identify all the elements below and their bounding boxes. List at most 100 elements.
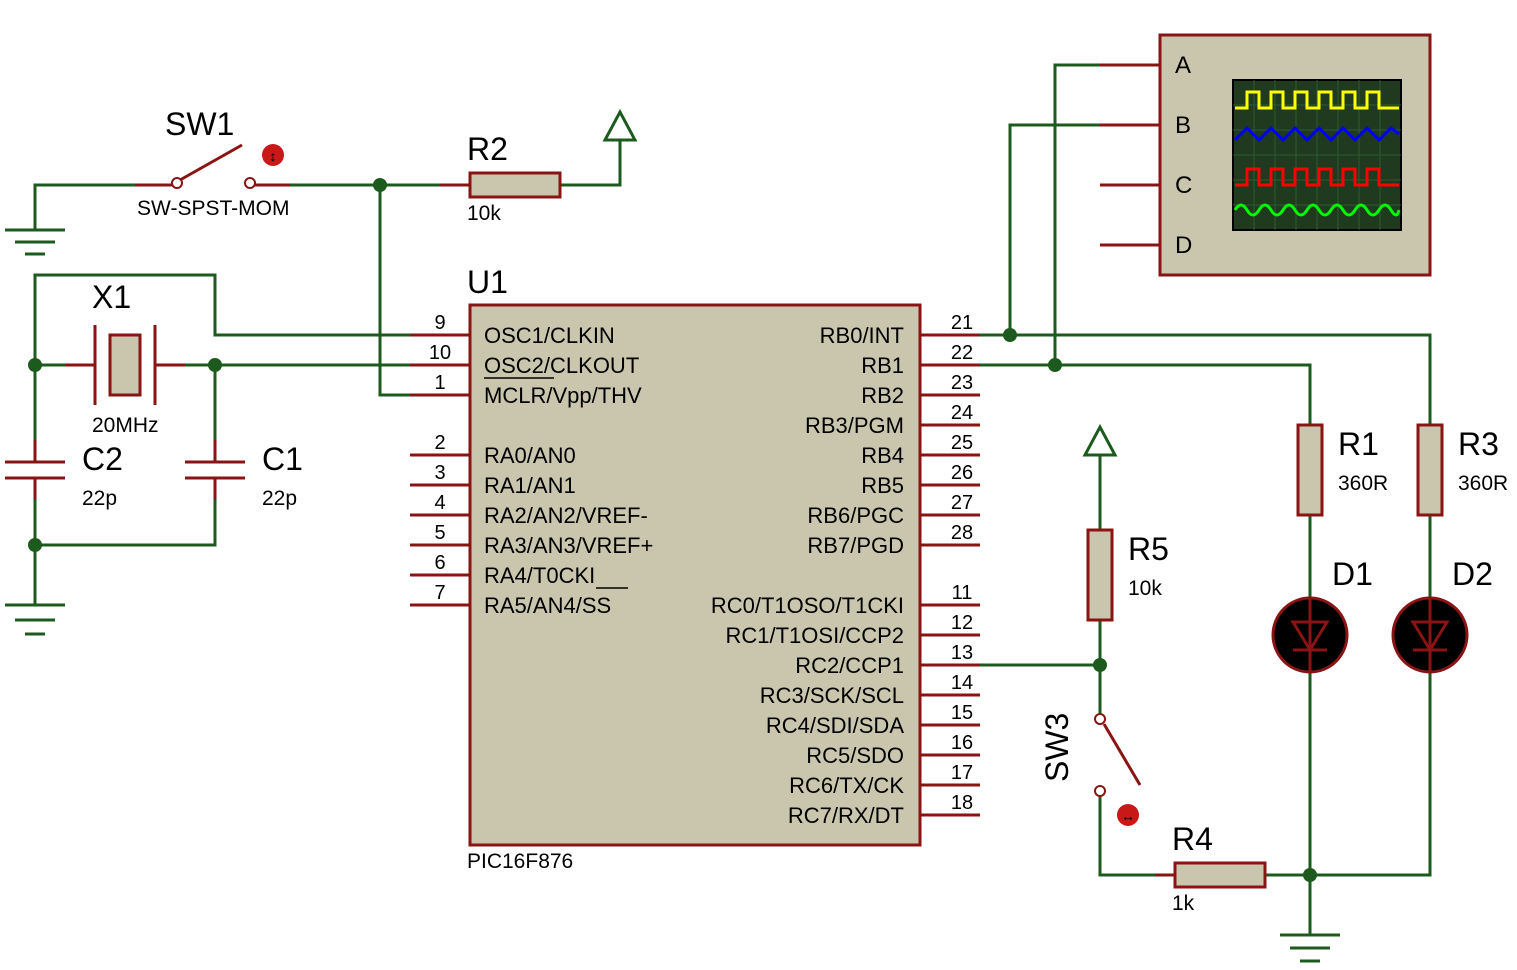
led-d2[interactable] <box>1391 596 1469 674</box>
junction-dot <box>373 178 387 192</box>
u1-pin-number: 28 <box>951 522 973 544</box>
switch-actuator-icon[interactable] <box>1117 804 1139 826</box>
r2-ref: R2 <box>467 131 508 167</box>
r4-ref: R4 <box>1172 821 1213 857</box>
u1-pin-number: 6 <box>434 552 445 574</box>
svg-text:↔: ↔ <box>1121 808 1135 824</box>
u1-pin-name: RA2/AN2/VREF- <box>484 503 648 528</box>
junction-dot <box>1048 358 1062 372</box>
u1-pin-name: RC4/SDI/SDA <box>766 713 904 738</box>
scope-trace-c <box>1235 167 1399 187</box>
u1-pin-name: RC5/SDO <box>806 743 904 768</box>
c2-value: 22p <box>82 487 117 510</box>
u1-pin-number: 3 <box>434 462 445 484</box>
scope-channel-a: A <box>1175 52 1191 79</box>
u1-pin-name: RC3/SCK/SCL <box>760 683 904 708</box>
u1-pin-number: 1 <box>434 372 445 394</box>
junction-dot <box>1003 328 1017 342</box>
r2-value: 10k <box>467 202 501 225</box>
u1-pin-number: 5 <box>434 522 445 544</box>
power-terminal-r5 <box>1082 423 1118 457</box>
r5-value: 10k <box>1128 577 1162 600</box>
r3-ref: R3 <box>1458 426 1499 462</box>
u1-pin-number: 4 <box>434 492 445 514</box>
scope-channel-d: D <box>1175 232 1192 259</box>
r1-ref: R1 <box>1338 426 1379 462</box>
u1-pin-name: RA5/AN4/SS <box>484 593 611 618</box>
x1-ref: X1 <box>92 279 131 315</box>
junction-dot <box>28 358 42 372</box>
u1-pin-number: 10 <box>429 342 451 364</box>
scope-channel-c: C <box>1175 172 1192 199</box>
scope-trace-d <box>1233 203 1401 217</box>
u1-pin-number: 17 <box>951 762 973 784</box>
scope-trace-a <box>1235 90 1399 110</box>
ground-symbol-top-left <box>5 228 65 256</box>
u1-pin-name: RC1/T1OSI/CCP2 <box>726 623 905 648</box>
x1-value: 20MHz <box>92 414 159 437</box>
r1-value: 360R <box>1338 472 1388 495</box>
u1-pin-name: RC7/RX/DT <box>788 803 904 828</box>
capacitor-c2[interactable] <box>5 440 65 500</box>
u1-pin-number: 9 <box>434 312 445 334</box>
u1-pin-number: 11 <box>952 582 973 604</box>
oscilloscope[interactable] <box>1100 33 1432 277</box>
switch-actuator-icon[interactable] <box>262 144 284 166</box>
switch-sw1[interactable]: ↕ <box>135 143 290 189</box>
u1-pin-number: 7 <box>434 582 445 604</box>
u1-pin-name: RB6/PGC <box>807 503 904 528</box>
u1-pin-name: OSC1/CLKIN <box>484 323 615 348</box>
crystal-x1[interactable] <box>65 325 185 405</box>
u1-pin-name: RB0/INT <box>820 323 904 348</box>
resistor-r2[interactable] <box>440 171 562 199</box>
u1-pin-number: 14 <box>951 672 973 694</box>
power-terminal-r2 <box>602 108 638 142</box>
u1-pin-number: 27 <box>951 492 973 514</box>
scope-channel-b: B <box>1175 112 1191 139</box>
junction-dot <box>1093 658 1107 672</box>
u1-pin-number: 22 <box>951 342 973 364</box>
r3-value: 360R <box>1458 472 1508 495</box>
u1-pin-number: 26 <box>951 462 973 484</box>
capacitor-c1[interactable] <box>185 440 245 500</box>
resistor-r4[interactable] <box>1155 861 1267 889</box>
switch-sw3[interactable]: ↔ <box>1094 713 1142 826</box>
r5-ref: R5 <box>1128 531 1169 567</box>
sw3-ref: SW3 <box>1039 713 1075 782</box>
u1-pin-name: OSC2/CLKOUT <box>484 353 639 378</box>
junction-dot <box>208 358 222 372</box>
u1-pin-name: RB4 <box>861 443 904 468</box>
led-d1[interactable] <box>1271 596 1349 674</box>
u1-pin-number: 16 <box>951 732 973 754</box>
u1-pin-name: RC2/CCP1 <box>795 653 904 678</box>
resistor-r3[interactable] <box>1416 423 1444 517</box>
c2-ref: C2 <box>82 441 123 477</box>
scope-trace-b <box>1233 125 1400 143</box>
u1-pin-name: RB5 <box>861 473 904 498</box>
junction-dot <box>28 538 42 552</box>
ground-symbol-bottom-left <box>5 603 65 636</box>
resistor-r1[interactable] <box>1296 423 1324 517</box>
c1-ref: C1 <box>262 441 303 477</box>
u1-pin-number: 13 <box>951 642 973 664</box>
junctions <box>28 178 1317 882</box>
u1-pin-name: RB2 <box>861 383 904 408</box>
junction-dot <box>1303 868 1317 882</box>
u1-ref: U1 <box>467 264 508 300</box>
resistor-r5[interactable] <box>1086 528 1114 622</box>
d1-ref: D1 <box>1332 556 1373 592</box>
u1-pin-name: MCLR/Vpp/THV <box>484 383 642 408</box>
u1-pin-number: 23 <box>951 372 973 394</box>
u1-pin-number: 12 <box>951 612 973 634</box>
u1-pin-number: 24 <box>951 402 973 424</box>
d2-ref: D2 <box>1452 556 1493 592</box>
u1-pin-name: RB3/PGM <box>805 413 904 438</box>
r4-value: 1k <box>1172 892 1195 915</box>
u1-pin-name: RC0/T1OSO/T1CKI <box>711 593 904 618</box>
u1-pin-number: 18 <box>951 792 973 814</box>
u1-pin-number: 21 <box>951 312 973 334</box>
sw1-ref: SW1 <box>165 106 234 142</box>
